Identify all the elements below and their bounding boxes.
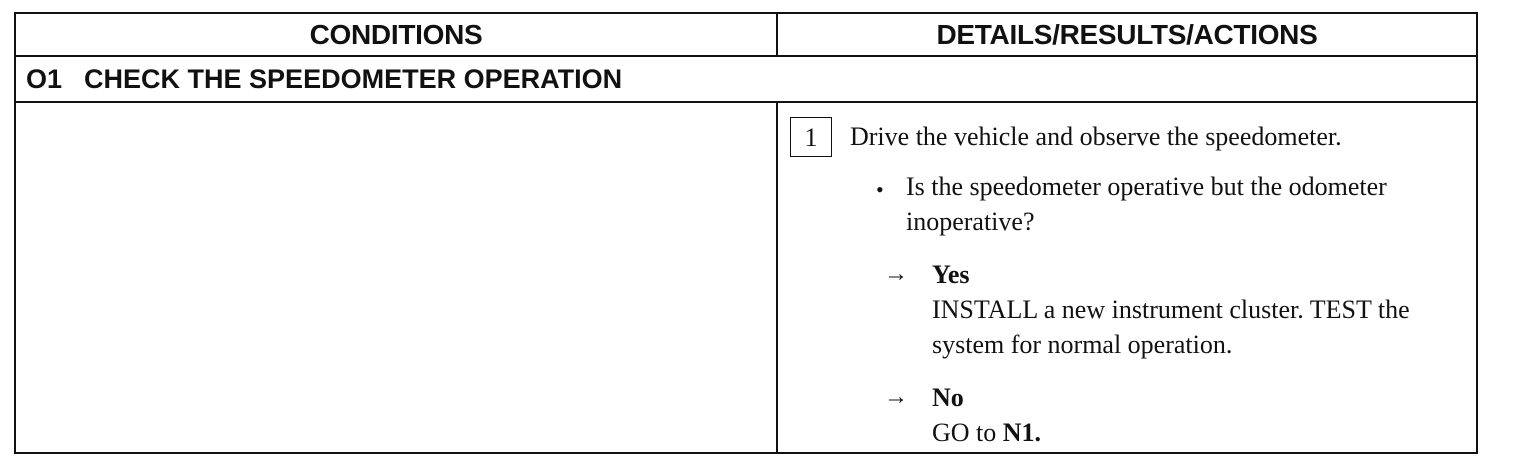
diagnostic-table: CONDITIONS DETAILS/RESULTS/ACTIONS O1 CH… (14, 12, 1478, 454)
body-column-divider (776, 103, 778, 452)
step-number-box: 1 (790, 117, 832, 157)
details-column-header: DETAILS/RESULTS/ACTIONS (936, 18, 1318, 50)
answer-no-action-prefix: GO to (932, 418, 1003, 447)
section-title-row: O1 CHECK THE SPEEDOMETER OPERATION (16, 57, 1476, 103)
answer-no-action: GO to N1. (932, 415, 1472, 450)
section-title: CHECK THE SPEEDOMETER OPERATION (84, 63, 623, 94)
answer-no-target: N1. (1002, 418, 1042, 447)
header-column-divider (776, 14, 778, 57)
conditions-cell (16, 103, 776, 452)
step-instruction: Drive the vehicle and observe the speedo… (850, 122, 1342, 151)
right-arrow-icon: → (884, 384, 908, 410)
answer-no-label: No (932, 383, 964, 412)
conditions-column-header: CONDITIONS (309, 18, 483, 50)
bullet-icon: • (876, 177, 884, 202)
right-arrow-icon: → (884, 261, 908, 287)
table-header-row: CONDITIONS DETAILS/RESULTS/ACTIONS (16, 14, 1476, 57)
answer-yes-label: Yes (932, 260, 970, 289)
answer-yes-action: INSTALL a new instrument cluster. TEST t… (932, 295, 1410, 359)
step-question: Is the speedometer operative but the odo… (906, 172, 1387, 236)
details-cell: 1 Drive the vehicle and observe the spee… (780, 103, 1474, 452)
section-id: O1 (26, 63, 63, 94)
